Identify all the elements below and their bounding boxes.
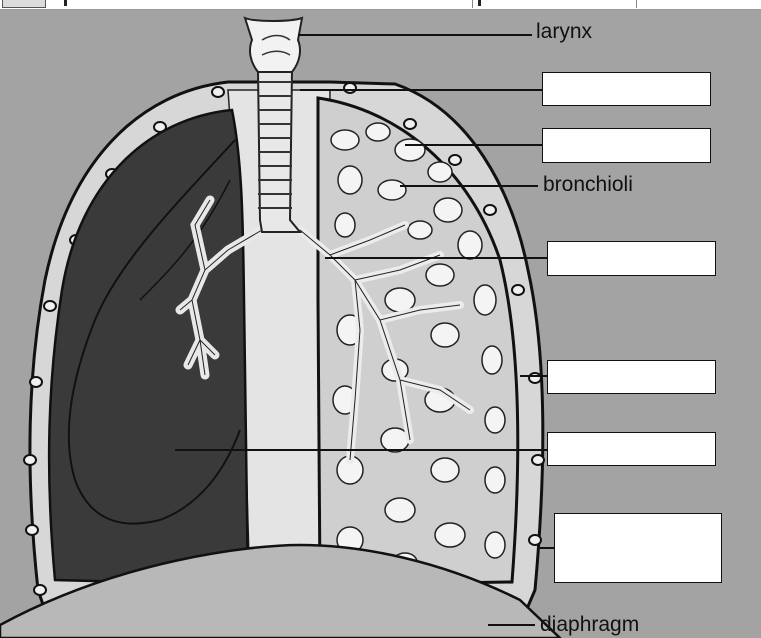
label-diaphragm: diaphragm xyxy=(540,614,639,635)
toolbar-marker xyxy=(478,0,481,6)
label-bronchioli: bronchioli xyxy=(543,174,633,195)
answer-box-3[interactable] xyxy=(547,241,716,276)
window-toolbar-strip xyxy=(0,0,761,10)
answer-box-6[interactable] xyxy=(554,513,722,583)
answer-box-4[interactable] xyxy=(547,360,716,394)
toolbar-marker xyxy=(64,0,67,6)
answer-box-5[interactable] xyxy=(547,432,716,466)
answer-box-1[interactable] xyxy=(542,72,711,106)
answer-box-2[interactable] xyxy=(542,128,711,163)
toolbar-separator xyxy=(472,0,473,8)
larynx-structure xyxy=(245,18,302,72)
label-larynx: larynx xyxy=(536,21,592,42)
toolbar-button[interactable] xyxy=(2,0,46,8)
toolbar-separator xyxy=(636,0,637,8)
